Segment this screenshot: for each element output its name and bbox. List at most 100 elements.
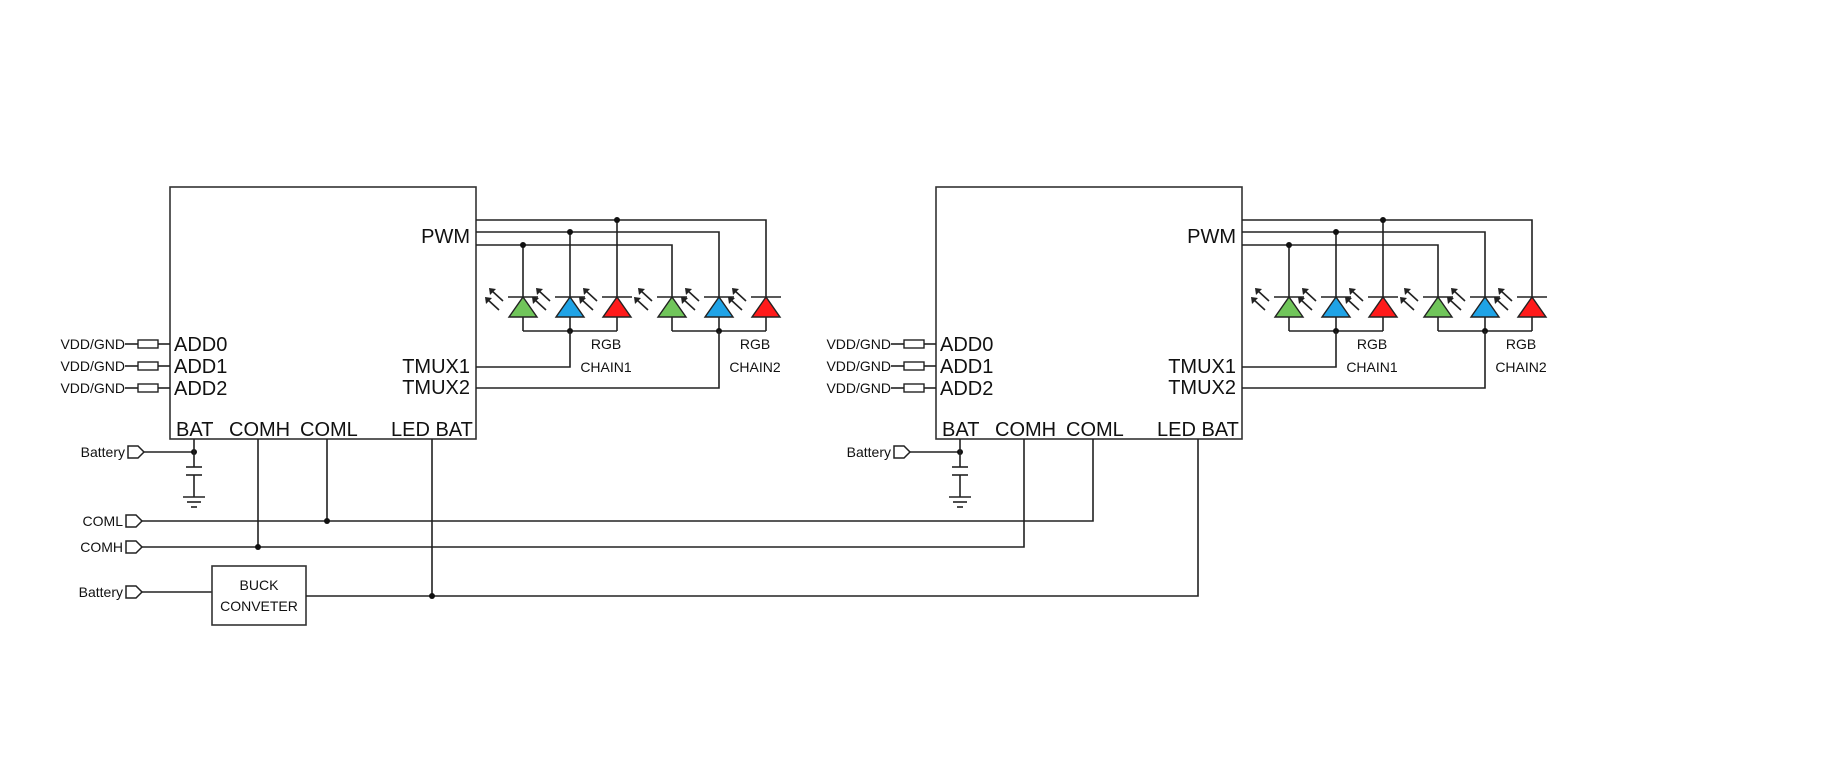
pin-icon [137, 383, 159, 393]
led-6 [1494, 288, 1548, 318]
coml-bus [142, 439, 1094, 522]
junction-dot [324, 518, 330, 524]
battery-port-label: Battery [81, 444, 125, 460]
led-5 [681, 288, 735, 318]
junction-dot [520, 242, 526, 248]
battery-input: Battery [847, 439, 971, 508]
port-icon [125, 540, 144, 554]
emission-arrows [485, 288, 504, 311]
emission-arrows [1345, 288, 1364, 311]
emission-arrows [681, 288, 700, 311]
arrow-head [1400, 297, 1407, 304]
led-3 [1345, 288, 1399, 318]
led-4 [634, 288, 688, 318]
arrow-head [685, 288, 692, 295]
battery-port-label: Battery [847, 444, 891, 460]
port-icon [127, 445, 146, 459]
rgb-led-array [485, 277, 782, 318]
pwm-bus [476, 217, 767, 277]
pin-add0: ADD0 [940, 334, 993, 356]
junction-dot [1380, 217, 1386, 223]
capacitor-icon [952, 466, 968, 476]
led-5 [1447, 288, 1501, 318]
pin-coml: COML [1066, 419, 1124, 441]
emission-arrows [1447, 288, 1466, 311]
chain1-label: CHAIN1 [580, 359, 632, 375]
arrow-head [638, 288, 645, 295]
arrow-head [634, 297, 641, 304]
vdd-gnd-label: VDD/GND [826, 336, 891, 352]
buck-converter-box [211, 565, 307, 626]
capacitor-icon [186, 466, 202, 476]
emission-arrows [728, 288, 747, 311]
emission-arrows [1400, 288, 1419, 311]
wire [476, 244, 673, 277]
junction-dot [1286, 242, 1292, 248]
chain2-label: CHAIN2 [1495, 359, 1547, 375]
pin-icon [903, 361, 925, 371]
chain-commons [476, 317, 767, 389]
pin-icon [903, 339, 925, 349]
rgb-label-2: RGB [1506, 336, 1536, 352]
arrow-head [1494, 297, 1501, 304]
arrow-head [728, 297, 735, 304]
port-icon [893, 445, 912, 459]
rgb-label-1: RGB [591, 336, 621, 352]
arrow-head [579, 297, 586, 304]
arrow-head [536, 288, 543, 295]
pin-tmux1: TMUX1 [402, 356, 470, 378]
led-icon [750, 295, 782, 318]
battery-input: Battery [81, 439, 205, 508]
emission-arrows [532, 288, 551, 311]
arrow-head [532, 297, 539, 304]
vdd-gnd-label: VDD/GND [826, 358, 891, 374]
wire [476, 219, 767, 277]
controller-ic-box [935, 186, 1243, 440]
pin-led-bat: LED BAT [391, 419, 473, 441]
emission-arrows [1298, 288, 1317, 311]
ground-icon [949, 496, 971, 508]
junction-dot [255, 544, 261, 550]
chain1-label: CHAIN1 [1346, 359, 1398, 375]
controller-ic-box [169, 186, 477, 440]
vdd-gnd-label: VDD/GND [60, 336, 125, 352]
junction-dot [567, 229, 573, 235]
led-2 [1298, 288, 1352, 318]
wire [476, 231, 720, 277]
pin-icon [137, 361, 159, 371]
emission-arrows [634, 288, 653, 311]
buck-label-1: BUCK [240, 577, 280, 593]
tmux2-wire [1242, 331, 1486, 389]
arrow-head [1498, 288, 1505, 295]
arrow-head [1349, 288, 1356, 295]
arrow-head [1447, 297, 1454, 304]
emission-arrows [579, 288, 598, 311]
junction-dot [429, 593, 435, 599]
port-icon [125, 514, 144, 528]
pin-add2: ADD2 [174, 378, 227, 400]
comh-port-label: COMH [80, 539, 123, 555]
pin-coml: COML [300, 419, 358, 441]
port-icon [125, 585, 144, 599]
arrow-head [1298, 297, 1305, 304]
arrow-head [1345, 297, 1352, 304]
wire [1242, 219, 1533, 277]
led-4 [1400, 288, 1454, 318]
tmux1-wire [476, 331, 571, 368]
pwm-bus [1242, 217, 1533, 277]
pin-tmux2: TMUX2 [1168, 377, 1236, 399]
rgb-label-1: RGB [1357, 336, 1387, 352]
arrow-head [732, 288, 739, 295]
led-bat-bus [306, 439, 1199, 597]
arrow-head [681, 297, 688, 304]
pin-pwm: PWM [1187, 226, 1236, 248]
arrow-head [1404, 288, 1411, 295]
pin-add0: ADD0 [174, 334, 227, 356]
coml-port-label: COML [83, 513, 124, 529]
pin-pwm: PWM [421, 226, 470, 248]
rgb-label-2: RGB [740, 336, 770, 352]
vdd-gnd-label: VDD/GND [60, 380, 125, 396]
arrow-head [583, 288, 590, 295]
